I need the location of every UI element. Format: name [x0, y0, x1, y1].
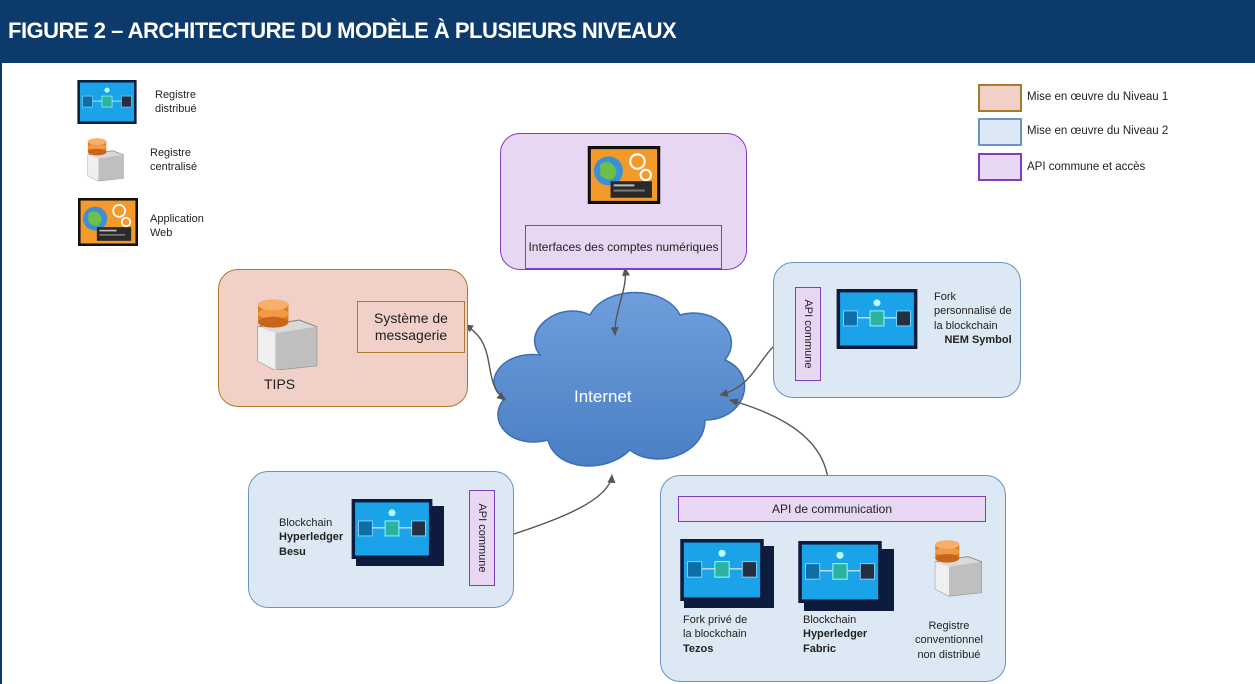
- legend-level2-label: Mise en œuvre du Niveau 2: [1027, 125, 1169, 137]
- interfaces-label-box: Interfaces des comptes numériques: [525, 225, 722, 269]
- legend-server-icon: [87, 137, 124, 182]
- messaging-label: Système de messagerie: [374, 309, 448, 344]
- besu-api-label-box: API commune: [469, 490, 495, 586]
- figure-header: FIGURE 2 – ARCHITECTURE DU MODÈLE À PLUS…: [0, 0, 1255, 63]
- legend-api-swatch: [978, 153, 1022, 181]
- legend-ledger-icon: [76, 80, 138, 124]
- interfaces-label: Interfaces des comptes numériques: [528, 240, 719, 254]
- legend-level1-label: Mise en œuvre du Niveau 1: [1027, 91, 1169, 103]
- figure-title: FIGURE 2 – ARCHITECTURE DU MODÈLE À PLUS…: [8, 18, 677, 43]
- comm-api-box: API de communication: [678, 496, 986, 522]
- internet-label: Internet: [574, 387, 632, 406]
- conv-description: Registre conventionnel non distribué: [915, 620, 983, 661]
- messaging-box: Système de messagerie: [357, 301, 465, 353]
- besu-description: Blockchain Hyperledger Besu: [279, 517, 344, 558]
- legend-level1-swatch: [978, 84, 1022, 112]
- figure-frame: [0, 63, 1255, 684]
- nem-description: Fork personnalisé de la blockchain NEM S…: [934, 291, 1012, 346]
- besu-api-label: API commune: [476, 503, 488, 573]
- internet-cloud: [493, 291, 746, 467]
- nem-api-label-box: API commune: [795, 287, 821, 381]
- legend-level2-swatch: [978, 118, 1022, 146]
- legend-webapp-icon: [78, 198, 138, 246]
- nem-api-label: API commune: [802, 299, 814, 369]
- tips-label: TIPS: [264, 376, 296, 392]
- tezos-description: Fork privé de la blockchain Tezos: [683, 614, 748, 655]
- comm-api-label: API de communication: [771, 502, 893, 516]
- legend-api-label: API commune et accès: [1027, 161, 1146, 173]
- fabric-description: Blockchain Hyperledger Fabric: [803, 614, 868, 655]
